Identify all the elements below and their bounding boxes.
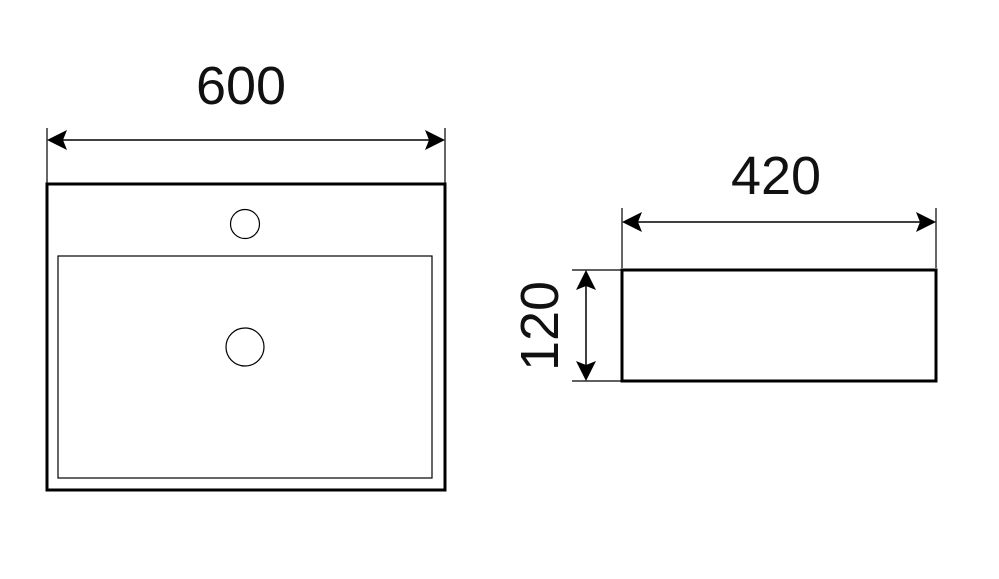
side-width-dimension: 420 [621, 146, 937, 268]
drain-hole [225, 327, 265, 367]
basin-side-outline [620, 268, 938, 383]
basin-outer-outline [45, 182, 447, 492]
top-width-dimension: 600 [46, 56, 446, 183]
side-height-arrow-bottom [576, 361, 596, 381]
side-width-arrow-left [622, 212, 642, 232]
top-width-arrow-right [425, 130, 445, 150]
top-width-arrow-left [47, 130, 67, 150]
side-width-arrow-right [916, 212, 936, 232]
top-view: 600 [45, 56, 447, 492]
top-width-label: 600 [196, 56, 286, 116]
basin-inner-bowl [57, 255, 433, 479]
tap-hole [229, 208, 261, 240]
side-height-dimension: 120 [510, 269, 622, 382]
side-width-label: 420 [731, 146, 821, 206]
side-view: 420 120 [510, 146, 938, 383]
side-height-arrow-top [576, 270, 596, 290]
side-height-label: 120 [510, 281, 570, 371]
